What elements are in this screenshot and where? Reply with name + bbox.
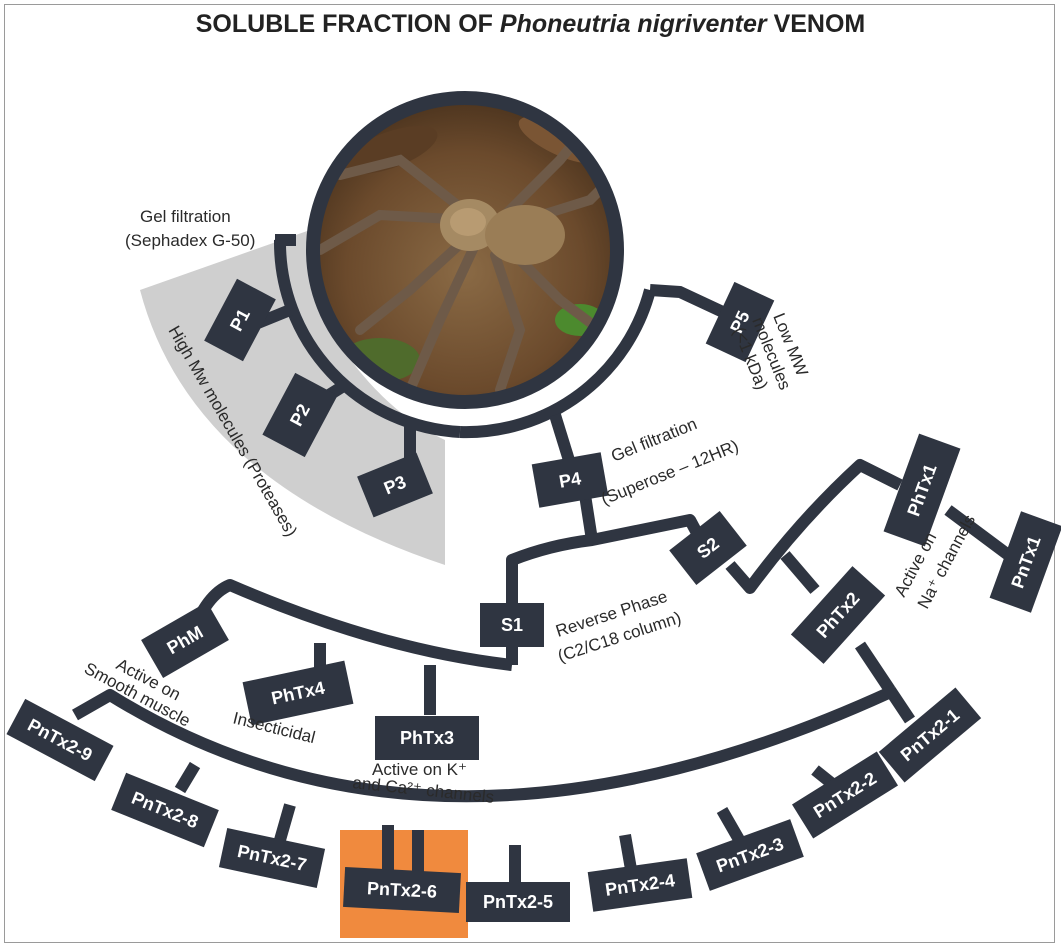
box-p4: P4 [532, 452, 609, 507]
box-pntx2-4: PnTx2-4 [588, 858, 693, 912]
box-s1-label: S1 [501, 615, 523, 635]
box-phtx1: PhTx1 [884, 434, 961, 547]
box-pntx2-5: PnTx2-5 [466, 882, 570, 922]
box-pntx2-3: PnTx2-3 [696, 819, 804, 891]
box-pntx2-7: PnTx2-7 [219, 828, 325, 888]
gel-filtration-1-line2: (Sephadex G-50) [125, 231, 255, 250]
box-pntx2-2: PnTx2-2 [792, 752, 898, 839]
box-s1: S1 [480, 603, 544, 647]
box-phtx3: PhTx3 [375, 716, 479, 760]
box-p4-label: P4 [557, 468, 582, 492]
gel-filtration-1-line1: Gel filtration [140, 207, 231, 226]
box-pntx1: PnTx1 [990, 511, 1061, 613]
box-pntx2-6-label: PnTx2-6 [367, 878, 438, 902]
box-pntx2-8: PnTx2-8 [111, 773, 219, 848]
box-pntx2-6: PnTx2-6 [343, 867, 461, 913]
box-pntx2-5-label: PnTx2-5 [483, 892, 553, 912]
box-phtx3-label: PhTx3 [400, 728, 454, 748]
box-pntx2-9: PnTx2-9 [6, 699, 113, 781]
box-phm: PhM [141, 602, 229, 678]
